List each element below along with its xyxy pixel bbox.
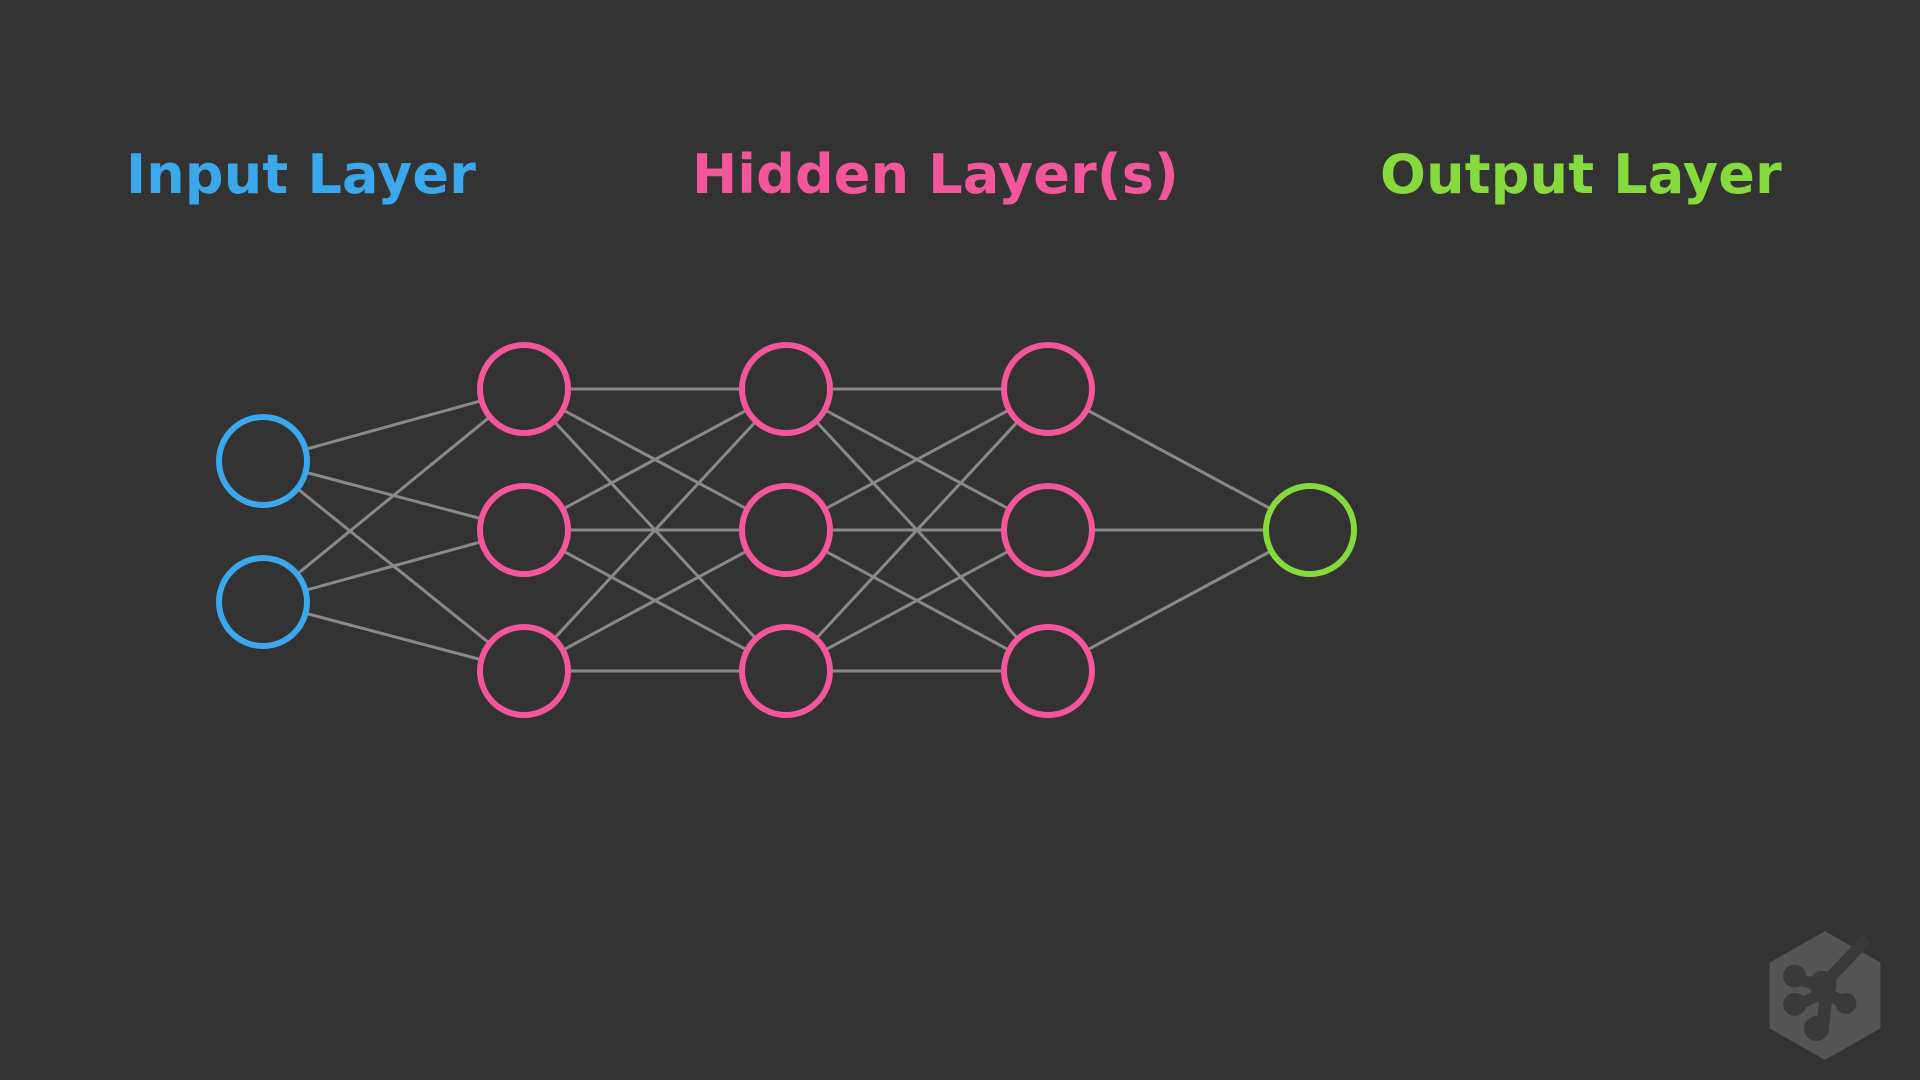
edge-h1c-h2a [552,419,758,641]
nodes-group [216,342,1357,718]
node-h2c [739,624,833,718]
label-hidden-layer: Hidden Layer(s) [692,143,1180,206]
edge-i1-h1a [303,399,484,451]
node-h3a [1001,342,1095,436]
edge-i2-h1a [295,415,492,576]
edge-h1c-h2b [561,549,749,652]
edge-h2c-h3b [823,549,1011,652]
label-input-layer: Input Layer [126,143,477,206]
treehouse-hexagon-logo-watermark [1769,931,1881,1060]
node-h2b [739,483,833,577]
edge-i2-h1b [303,540,484,592]
node-i1 [216,414,310,508]
node-h1b [477,483,571,577]
edge-i2-h1c [304,611,483,662]
node-h3b [1001,483,1095,577]
edge-h1b-h2a [561,408,749,511]
watermark-branch-glyph [1783,934,1872,1041]
node-o1 [1263,483,1357,577]
edge-h2c-h3a [814,419,1020,641]
edges-group [295,387,1273,673]
node-h3c [1001,624,1095,718]
edge-h3c-o1 [1085,549,1273,652]
node-h1a [477,342,571,436]
label-output-layer: Output Layer [1380,143,1782,206]
edge-h3a-o1 [1085,408,1273,511]
node-h2a [739,342,833,436]
node-h1c [477,624,571,718]
node-i2 [216,555,310,649]
edge-h2b-h3a [823,408,1011,511]
